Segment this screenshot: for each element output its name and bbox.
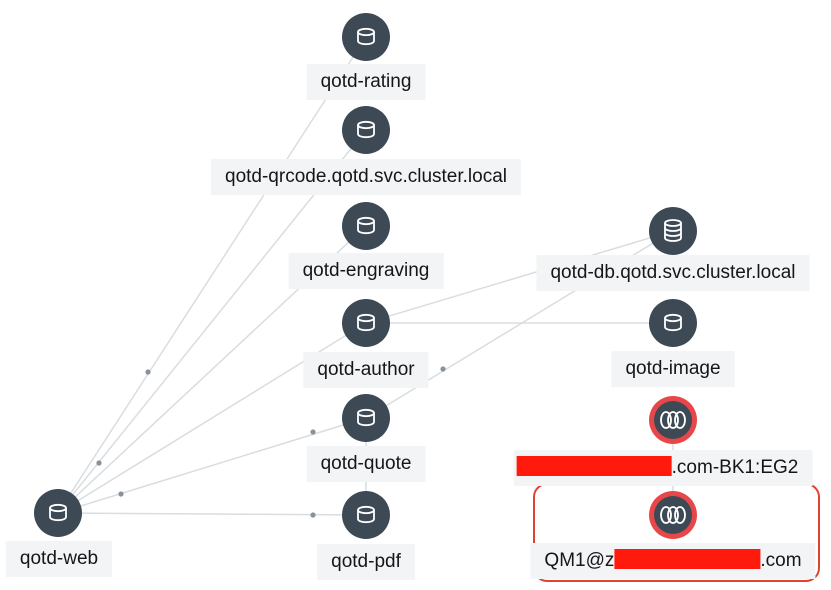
label-qotd-author[interactable]: qotd-author: [303, 352, 429, 388]
label-qotd-image[interactable]: qotd-image: [611, 351, 735, 387]
label-qotd-qrcode[interactable]: qotd-qrcode.qotd.svc.cluster.local: [211, 159, 521, 195]
node-qotd-pdf[interactable]: [342, 491, 390, 539]
label-qotd-web[interactable]: qotd-web: [5, 541, 113, 577]
database-stack-icon: [664, 219, 682, 242]
node-qotd-db[interactable]: [649, 207, 697, 255]
edge-web-rating: [57, 36, 367, 514]
label-qotd-engraving[interactable]: qotd-engraving: [288, 253, 444, 289]
database-cylinder-icon: [357, 120, 375, 139]
edge-web-pdf: [57, 512, 367, 516]
message-queue-icon: [660, 411, 686, 429]
label-qotd-db[interactable]: qotd-db.qotd.svc.cluster.local: [536, 255, 810, 291]
node-qotd-image[interactable]: [649, 299, 697, 347]
label-qotd-quote[interactable]: qotd-quote: [306, 446, 426, 482]
node-queue-qm1[interactable]: [649, 491, 697, 539]
label-qotd-rating[interactable]: qotd-rating: [306, 64, 426, 100]
label-queue-bk1[interactable]: .com-BK1:EG2: [513, 450, 813, 486]
database-cylinder-icon: [357, 27, 375, 46]
database-cylinder-icon: [357, 313, 375, 332]
edge-arrow-dot: [118, 491, 124, 497]
database-cylinder-icon: [49, 503, 67, 522]
label-queue-bk1-suffix: .com-BK1:EG2: [671, 457, 799, 478]
node-qotd-qrcode[interactable]: [342, 106, 390, 154]
edge-arrow-dot: [96, 460, 102, 466]
node-qotd-rating[interactable]: [342, 13, 390, 61]
node-qotd-quote[interactable]: [342, 394, 390, 442]
edge-author-db: [365, 230, 674, 324]
edge-arrow-dot: [310, 512, 316, 518]
node-qotd-author[interactable]: [342, 299, 390, 347]
message-queue-icon: [660, 506, 686, 524]
node-qotd-web[interactable]: [34, 489, 82, 537]
label-queue-qm1[interactable]: QM1@z .com: [530, 543, 816, 579]
database-cylinder-icon: [664, 313, 682, 332]
database-cylinder-icon: [357, 408, 375, 427]
redaction-bar: [614, 549, 761, 569]
edge-arrow-dot: [145, 369, 151, 375]
database-cylinder-icon: [357, 216, 375, 235]
edge-arrow-dot: [440, 366, 446, 372]
database-cylinder-icon: [357, 505, 375, 524]
node-qotd-engraving[interactable]: [342, 202, 390, 250]
redaction-bar: [516, 456, 672, 476]
label-qotd-pdf[interactable]: qotd-pdf: [317, 544, 415, 580]
label-queue-qm1-prefix: QM1@z: [544, 550, 615, 571]
edge-arrow-dot: [310, 429, 316, 435]
label-queue-qm1-suffix: .com: [760, 550, 802, 571]
node-queue-bk1[interactable]: [649, 396, 697, 444]
